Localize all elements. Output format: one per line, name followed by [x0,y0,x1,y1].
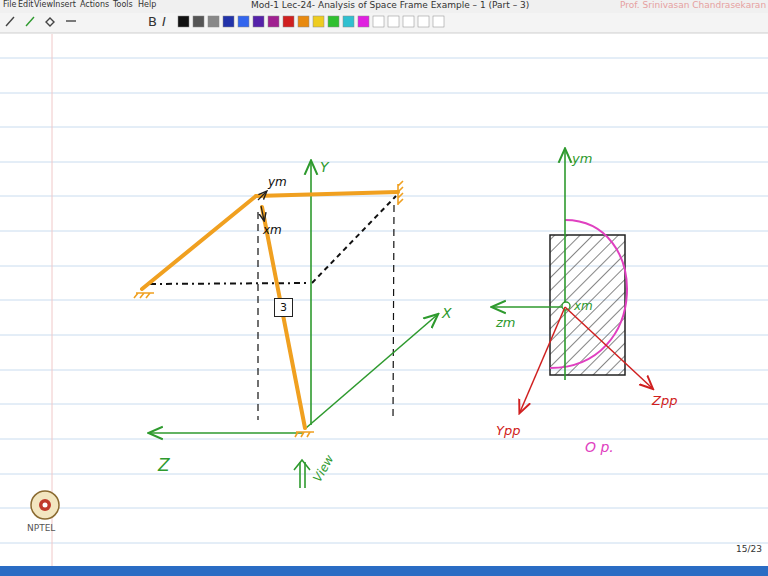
window-title: Mod-1 Lec-24- Analysis of Space Frame Ex… [251,1,529,11]
point-label: O p. [585,440,614,455]
menu-item: Help [138,1,156,10]
menu-item: Insert [53,1,76,10]
page-number: 15/23 [736,545,762,555]
logo [31,491,59,519]
axis-label: zm [496,316,516,330]
menu-item: Actions [80,1,109,10]
view-note: View [311,453,337,484]
menu-item: Edit [18,1,34,10]
axis-label: ym [268,176,287,189]
toolbar-button: I [162,15,166,29]
axis-label: xm [263,224,282,237]
axis-label: Z [158,456,170,475]
axis-label: Ypp [496,424,520,438]
axis-label: ym [572,152,592,166]
axis-label: X [442,306,452,321]
menu-item: Tools [113,1,133,10]
axis-label: xm [574,300,593,313]
toolbar-button: B [148,15,157,29]
logo-text: NPTEL [27,524,55,534]
menu-item: File [3,1,16,10]
axis-label: Zpp [652,394,677,408]
callout-box: 3 [274,298,293,317]
callout-number: 3 [280,301,287,314]
menu-item: View [34,1,53,10]
axis-label: Y [320,160,329,175]
author-name: Prof. Srinivasan Chandrasekaran [620,1,766,11]
